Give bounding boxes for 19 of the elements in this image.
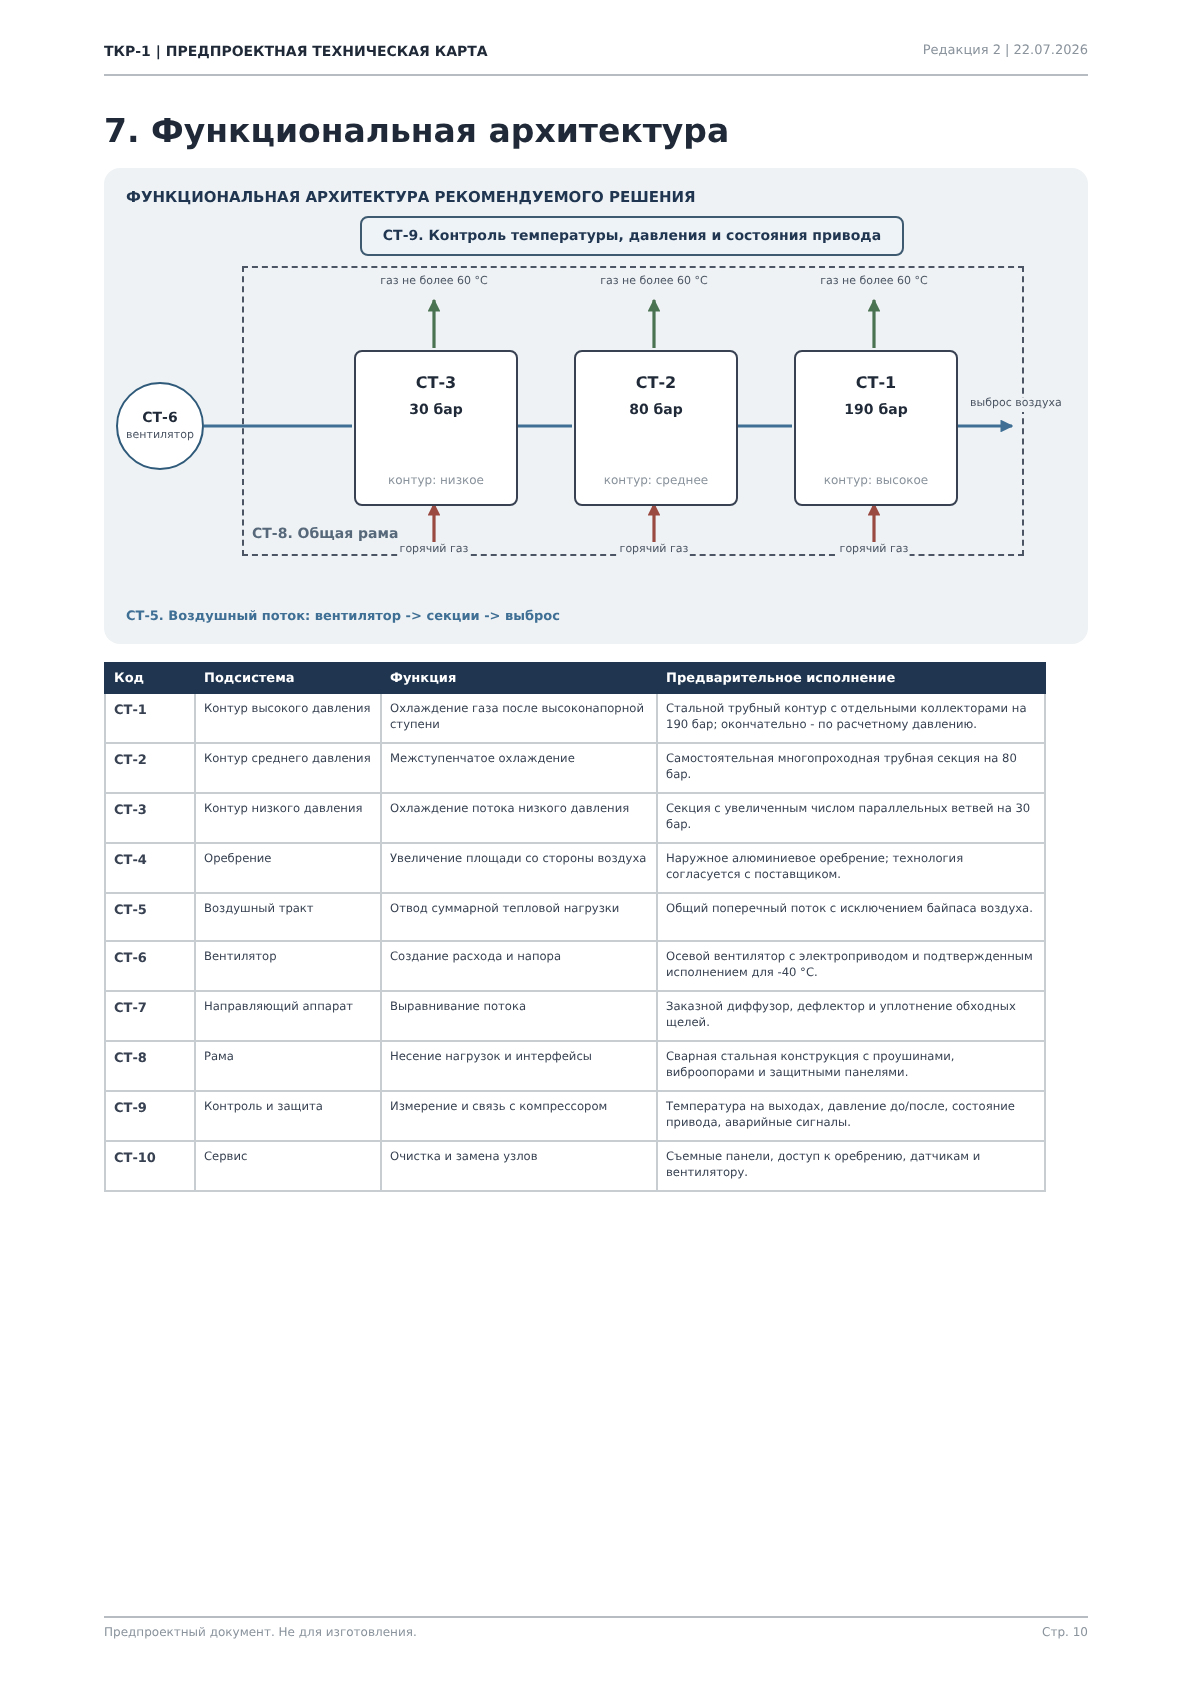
arrow <box>867 502 881 542</box>
section-code: СТ-2 <box>633 372 679 396</box>
arrow <box>647 298 661 348</box>
section-box <box>794 350 958 506</box>
section-box <box>354 350 518 506</box>
section-code: СТ-3 <box>413 372 459 396</box>
flow-line <box>204 424 352 428</box>
section-box <box>574 350 738 506</box>
arrow <box>867 298 881 348</box>
flow-line <box>736 424 792 428</box>
control-banner <box>360 216 904 256</box>
flow-line <box>516 424 572 428</box>
section-title: 7. Функциональная архитектура <box>104 110 730 154</box>
arrow <box>647 502 661 542</box>
arrow <box>427 298 441 348</box>
arrow <box>427 502 441 542</box>
arrow <box>956 419 1014 433</box>
section-code: СТ-1 <box>853 372 899 396</box>
panel-background <box>104 168 1088 644</box>
